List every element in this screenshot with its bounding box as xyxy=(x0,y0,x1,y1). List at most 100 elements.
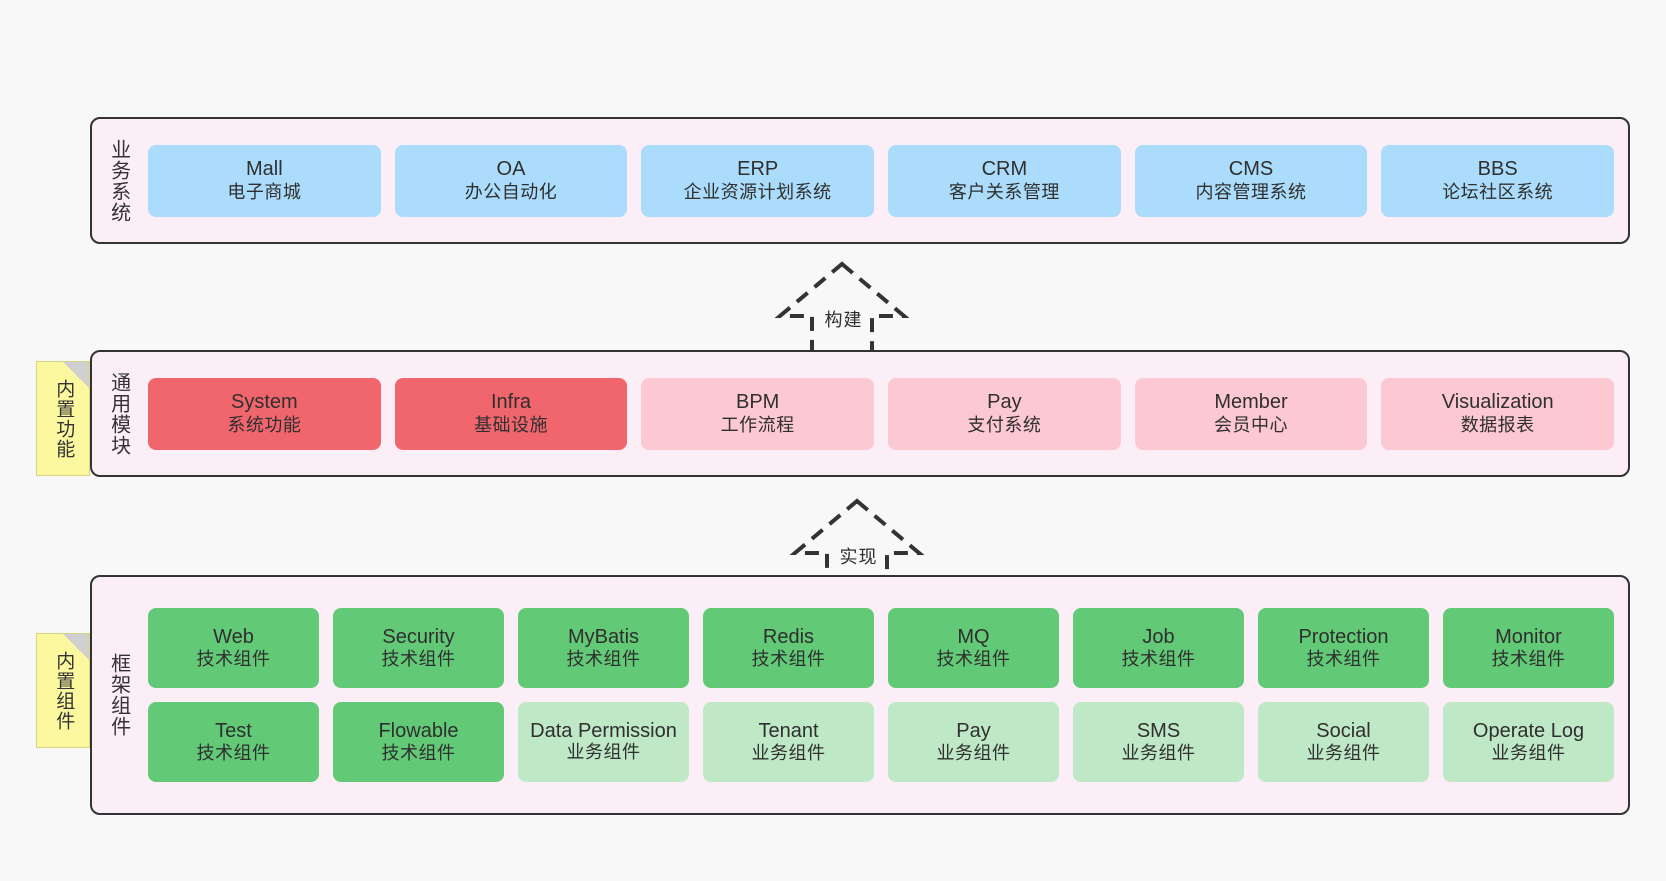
node-monitor[interactable]: Monitor 技术组件 xyxy=(1443,608,1614,688)
node-mq-en: MQ xyxy=(957,625,990,648)
node-pay-module-cn: 支付系统 xyxy=(967,414,1042,435)
node-security[interactable]: Security 技术组件 xyxy=(333,608,504,688)
node-job-cn: 技术组件 xyxy=(1121,649,1196,670)
node-protection[interactable]: Protection 技术组件 xyxy=(1258,608,1429,688)
layer-framework-component: 框架组件 Web 技术组件 Security 技术组件 MyBatis 技术组件… xyxy=(90,575,1630,815)
node-mybatis-en: MyBatis xyxy=(567,625,640,648)
arrow-build: 构建 xyxy=(762,260,922,356)
layer-business-system-body: Mall 电子商城 OA 办公自动化 ERP 企业资源计划系统 CRM 客户关系… xyxy=(144,119,1628,242)
node-bbs[interactable]: BBS 论坛社区系统 xyxy=(1381,144,1615,217)
sticky-note-builtin-component-label: 内置组件 xyxy=(53,650,75,731)
node-cms[interactable]: CMS 内容管理系统 xyxy=(1134,144,1368,217)
node-infra[interactable]: Infra 基础设施 xyxy=(394,377,628,450)
node-tenant-en: Tenant xyxy=(758,719,819,742)
node-system-en: System xyxy=(230,391,298,414)
layer-common-module-title: 通用模块 xyxy=(107,371,130,456)
node-oa-cn: 办公自动化 xyxy=(464,181,558,202)
node-bbs-cn: 论坛社区系统 xyxy=(1442,181,1554,202)
node-protection-cn: 技术组件 xyxy=(1306,649,1381,670)
node-member-cn: 会员中心 xyxy=(1214,414,1289,435)
node-flowable[interactable]: Flowable 技术组件 xyxy=(333,702,504,782)
node-bpm-cn: 工作流程 xyxy=(720,414,795,435)
node-security-cn: 技术组件 xyxy=(381,649,456,670)
node-erp-en: ERP xyxy=(737,158,779,181)
node-social[interactable]: Social 业务组件 xyxy=(1258,702,1429,782)
node-bpm[interactable]: BPM 工作流程 xyxy=(641,377,875,450)
node-redis-en: Redis xyxy=(762,625,815,648)
node-flowable-cn: 技术组件 xyxy=(381,743,456,764)
layer-common-module: 通用模块 System 系统功能 Infra 基础设施 BPM 工作流程 Pay xyxy=(90,350,1630,477)
node-cms-cn: 内容管理系统 xyxy=(1195,181,1307,202)
node-monitor-en: Monitor xyxy=(1495,625,1562,648)
node-operate-log-en: Operate Log xyxy=(1472,719,1585,742)
node-test-en: Test xyxy=(215,719,252,742)
node-social-cn: 业务组件 xyxy=(1306,743,1381,764)
node-crm-en: CRM xyxy=(981,158,1028,181)
node-member[interactable]: Member 会员中心 xyxy=(1134,377,1368,450)
node-system[interactable]: System 系统功能 xyxy=(148,377,381,450)
layer-common-module-body: System 系统功能 Infra 基础设施 BPM 工作流程 Pay 支付系统… xyxy=(144,352,1628,475)
node-redis-cn: 技术组件 xyxy=(751,649,826,670)
arrow-implement: 实现 xyxy=(777,497,937,593)
node-redis[interactable]: Redis 技术组件 xyxy=(703,608,874,688)
node-infra-cn: 基础设施 xyxy=(474,414,548,435)
layer-business-system: 业务系统 Mall 电子商城 OA 办公自动化 ERP 企业资源计划系统 CRM xyxy=(90,117,1630,244)
node-test[interactable]: Test 技术组件 xyxy=(148,702,319,782)
node-visualization-en: Visualization xyxy=(1441,391,1554,414)
node-operate-log[interactable]: Operate Log 业务组件 xyxy=(1443,702,1614,782)
node-visualization[interactable]: Visualization 数据报表 xyxy=(1381,377,1615,450)
node-mall-cn: 电子商城 xyxy=(227,181,302,202)
node-tenant-cn: 业务组件 xyxy=(751,743,826,764)
node-visualization-cn: 数据报表 xyxy=(1460,414,1535,435)
node-sms-cn: 业务组件 xyxy=(1121,743,1196,764)
node-crm-cn: 客户关系管理 xyxy=(948,181,1060,202)
node-mybatis-cn: 技术组件 xyxy=(566,649,641,670)
node-protection-en: Protection xyxy=(1298,625,1389,648)
framework-node-row-2: Test 技术组件 Flowable 技术组件 Data Permission … xyxy=(148,702,1614,782)
node-member-en: Member xyxy=(1214,391,1288,414)
common-node-row: System 系统功能 Infra 基础设施 BPM 工作流程 Pay 支付系统… xyxy=(148,377,1615,450)
node-pay-component[interactable]: Pay 业务组件 xyxy=(888,702,1059,782)
sticky-note-builtin-function-label: 内置功能 xyxy=(53,378,75,459)
arrow-build-label: 构建 xyxy=(824,310,863,330)
node-pay-module-en: Pay xyxy=(987,391,1022,414)
node-oa-en: OA xyxy=(496,158,526,181)
business-node-row: Mall 电子商城 OA 办公自动化 ERP 企业资源计划系统 CRM 客户关系… xyxy=(148,144,1615,217)
arrow-implement-label: 实现 xyxy=(839,547,878,567)
sticky-fold-corner-icon xyxy=(63,634,89,660)
node-pay-component-cn: 业务组件 xyxy=(936,743,1011,764)
node-tenant[interactable]: Tenant 业务组件 xyxy=(703,702,874,782)
node-web[interactable]: Web 技术组件 xyxy=(148,608,319,688)
sticky-fold-corner-icon xyxy=(63,362,89,388)
node-sms-en: SMS xyxy=(1136,719,1181,742)
node-erp[interactable]: ERP 企业资源计划系统 xyxy=(641,144,875,217)
node-system-cn: 系统功能 xyxy=(227,414,302,435)
layer-business-system-title: 业务系统 xyxy=(107,138,130,223)
node-mq-cn: 技术组件 xyxy=(936,649,1011,670)
node-pay-module[interactable]: Pay 支付系统 xyxy=(888,377,1121,450)
node-crm[interactable]: CRM 客户关系管理 xyxy=(888,144,1121,217)
sticky-note-builtin-function: 内置功能 xyxy=(36,361,90,476)
node-web-en: Web xyxy=(213,625,254,648)
node-data-permission-cn: 业务组件 xyxy=(566,742,641,763)
framework-node-row-1: Web 技术组件 Security 技术组件 MyBatis 技术组件 Redi… xyxy=(148,608,1614,688)
node-cms-en: CMS xyxy=(1228,158,1274,181)
node-flowable-en: Flowable xyxy=(378,719,459,742)
node-mybatis[interactable]: MyBatis 技术组件 xyxy=(518,608,689,688)
node-mq[interactable]: MQ 技术组件 xyxy=(888,608,1059,688)
node-job[interactable]: Job 技术组件 xyxy=(1073,608,1244,688)
layer-framework-component-title: 框架组件 xyxy=(107,653,130,737)
node-data-permission-en: Data Permission xyxy=(530,720,677,743)
node-pay-component-en: Pay xyxy=(956,719,991,742)
node-infra-en: Infra xyxy=(490,391,532,414)
node-bpm-en: BPM xyxy=(736,391,780,414)
layer-framework-component-body: Web 技术组件 Security 技术组件 MyBatis 技术组件 Redi… xyxy=(144,577,1628,813)
node-data-permission[interactable]: Data Permission 业务组件 xyxy=(518,702,689,782)
node-oa[interactable]: OA 办公自动化 xyxy=(394,144,628,217)
node-social-en: Social xyxy=(1316,719,1371,742)
node-test-cn: 技术组件 xyxy=(196,743,271,764)
node-sms[interactable]: SMS 业务组件 xyxy=(1073,702,1244,782)
node-mall[interactable]: Mall 电子商城 xyxy=(148,144,381,217)
node-security-en: Security xyxy=(382,625,455,648)
node-bbs-en: BBS xyxy=(1477,158,1518,181)
